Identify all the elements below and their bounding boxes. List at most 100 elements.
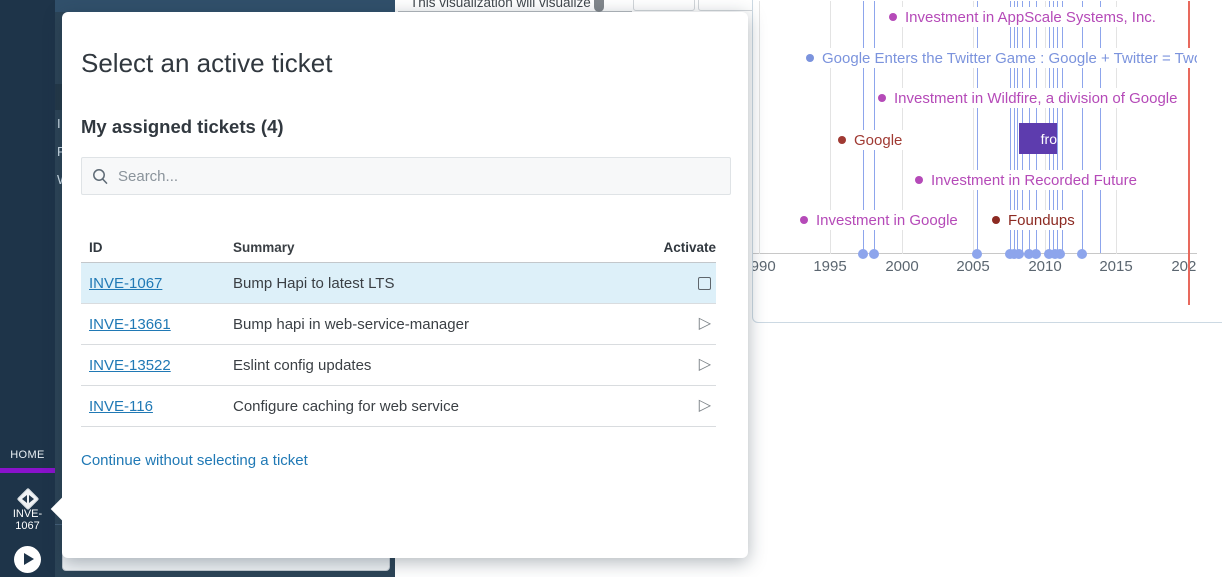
ticket-id-link[interactable]: INVE-13661 — [89, 315, 171, 333]
sidebar-home-item[interactable]: HOME — [10, 449, 45, 461]
axis-year-label: 2010 — [1028, 258, 1062, 275]
activate-play-icon[interactable]: ▷ — [698, 397, 711, 414]
event-stem — [1100, 1, 1101, 253]
event-bullet-icon — [915, 176, 923, 184]
panel-top-bar — [55, 0, 395, 12]
event-label-text: Investment in AppScale Systems, Inc. — [905, 8, 1156, 26]
toolbar-button[interactable] — [633, 0, 695, 11]
ticket-row[interactable]: INVE-13522 Eslint config updates ▷ — [81, 345, 716, 386]
event-axis-dot — [1031, 249, 1041, 259]
event-stem — [1057, 1, 1058, 253]
timeline-event-label[interactable]: Foundups — [989, 210, 1078, 230]
axis-year-label: 2005 — [956, 258, 990, 275]
event-stem — [863, 1, 864, 253]
event-axis-dot — [1024, 249, 1034, 259]
ticket-row[interactable]: INVE-116 Configure caching for web servic… — [81, 386, 716, 427]
event-stem — [874, 1, 875, 253]
timeline-event-label[interactable]: Investment in Recorded Future — [912, 170, 1140, 190]
event-stem — [1010, 1, 1011, 253]
search-input[interactable] — [118, 167, 678, 185]
timeline-selected-event-box[interactable]: fro — [1019, 123, 1057, 154]
visualization-description-text: This visualization will visualize — [410, 0, 591, 10]
timeline-event-label[interactable]: Google — [835, 130, 906, 150]
axis-year-label: 2015 — [1099, 258, 1133, 275]
event-label-text: Investment in Wildfire, a division of Go… — [894, 89, 1178, 107]
activate-cell: ▷ — [664, 398, 716, 414]
visualization-description-box[interactable]: This visualization will visualize — [398, 0, 632, 12]
panel-clipped-text: F — [57, 144, 65, 159]
search-box[interactable] — [81, 157, 731, 195]
timeline-gridline — [902, 1, 903, 254]
event-axis-dot — [1014, 249, 1024, 259]
col-header-id: ID — [89, 239, 103, 255]
activate-cell — [664, 276, 716, 290]
axis-year-label: 1990 — [753, 258, 776, 275]
timeline-gridline — [830, 1, 831, 254]
timeline-plot: 1990199520002005201020152020Investment i… — [753, 1, 1197, 314]
assigned-tickets-heading: My assigned tickets (4) — [81, 116, 284, 137]
event-axis-dot — [972, 249, 982, 259]
timeline-event-label[interactable]: Investment in AppScale Systems, Inc. — [886, 7, 1159, 27]
activate-cell: ▷ — [664, 316, 716, 332]
event-label-text: Google Enters the Twitter Game : Google … — [822, 49, 1197, 67]
ticket-id-link[interactable]: INVE-1067 — [89, 274, 163, 292]
event-bullet-icon — [838, 136, 846, 144]
sidebar-accent-bar — [0, 468, 55, 473]
event-stem — [977, 1, 978, 253]
left-sidebar: HOME INVE- 1067 — [0, 0, 55, 577]
event-bullet-icon — [889, 13, 897, 21]
table-header: ID Summary Activate — [81, 232, 716, 263]
col-header-summary: Summary — [233, 239, 295, 255]
event-axis-dot — [1044, 249, 1054, 259]
event-label-text: Investment in Google — [816, 211, 958, 229]
timeline-gridline — [759, 1, 760, 254]
event-label-text: Investment in Recorded Future — [931, 171, 1137, 189]
ticket-id-link[interactable]: INVE-13522 — [89, 356, 171, 374]
event-label-text: Google — [854, 131, 903, 149]
activate-cell: ▷ — [664, 357, 716, 373]
event-bullet-icon — [800, 216, 808, 224]
ticket-summary: Eslint config updates — [233, 356, 372, 374]
activate-play-icon[interactable]: ▷ — [698, 356, 711, 373]
timeline-gridline — [1116, 1, 1117, 254]
ticket-row[interactable]: INVE-13661 Bump hapi in web-service-manag… — [81, 304, 716, 345]
timeline-gridline — [973, 1, 974, 254]
event-stem — [1062, 1, 1063, 253]
event-bullet-icon — [992, 216, 1000, 224]
select-ticket-dialog: Select an active ticket My assigned tick… — [50, 12, 748, 558]
tickets-table: ID Summary Activate INVE-1067 Bump Hapi t… — [81, 232, 716, 427]
event-axis-dot — [1055, 249, 1065, 259]
ticket-summary: Bump Hapi to latest LTS — [233, 274, 395, 292]
event-label-text: Foundups — [1008, 211, 1075, 229]
ticket-row[interactable]: INVE-1067 Bump Hapi to latest LTS — [81, 263, 716, 304]
event-stem — [1017, 1, 1018, 253]
event-axis-dot — [1077, 249, 1087, 259]
continue-without-ticket-link[interactable]: Continue without selecting a ticket — [81, 452, 308, 469]
scrollbar-thumb[interactable] — [594, 0, 604, 12]
ticket-diamond-icon[interactable] — [16, 487, 40, 511]
timeline-event-label[interactable]: Investment in Google — [797, 210, 961, 230]
ticket-summary: Configure caching for web service — [233, 397, 459, 415]
search-icon — [93, 168, 108, 184]
play-icon — [24, 553, 34, 565]
dialog-title: Select an active ticket — [81, 48, 333, 78]
timeline-event-label[interactable]: Google Enters the Twitter Game : Google … — [803, 48, 1197, 68]
sidebar-active-ticket[interactable]: INVE- 1067 — [12, 508, 43, 532]
event-axis-dot — [858, 249, 868, 259]
axis-year-label: 2000 — [885, 258, 919, 275]
play-button[interactable] — [14, 546, 41, 573]
activate-play-icon[interactable]: ▷ — [698, 315, 711, 332]
toolbar-button[interactable] — [698, 0, 752, 11]
ticket-id-link[interactable]: INVE-116 — [89, 397, 153, 415]
top-toolbar: This visualization will visualize — [395, 0, 752, 12]
axis-year-label: 1995 — [813, 258, 847, 275]
ticket-summary: Bump hapi in web-service-manager — [233, 315, 469, 333]
panel-clipped-text: I — [57, 116, 61, 131]
event-stem — [1082, 1, 1083, 253]
current-time-marker — [1188, 1, 1190, 305]
activate-checkbox[interactable] — [698, 276, 711, 290]
col-header-activate: Activate — [663, 239, 716, 255]
event-axis-dot — [869, 249, 879, 259]
event-bullet-icon — [878, 94, 886, 102]
timeline-event-label[interactable]: Investment in Wildfire, a division of Go… — [875, 88, 1181, 108]
